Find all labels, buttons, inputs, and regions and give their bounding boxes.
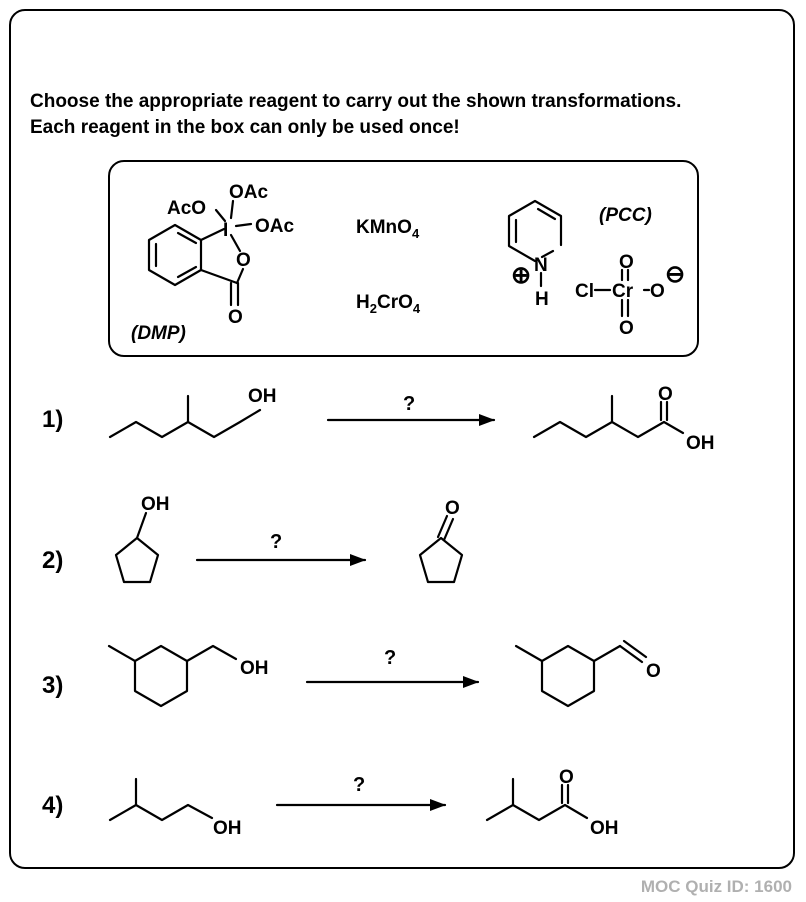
pcc-oxygen-top-label: O [619,252,634,273]
reaction-1-reactant-oh: OH [248,386,277,407]
watermark: MOC Quiz ID: 1600 [641,877,792,896]
reaction-4-product-oh: OH [590,818,619,839]
reaction-2-number: 2) [42,547,63,574]
pcc-chlorine-label: Cl [575,281,594,302]
reaction-2: 2) OH ? O [42,494,464,584]
quiz-card [9,9,795,869]
dmp-carbonyl-oxygen-label: O [228,307,243,328]
pcc-structure: N H ⊕ Cl Cr O ⊖ O O (PCC) [507,199,685,339]
reaction-1: 1) OH ? O OH [42,384,715,454]
pcc-oxygen-right-label: O [650,281,665,302]
pcc-oxygen-bottom-label: O [619,318,634,339]
reaction-1-product-o: O [658,384,673,405]
pcc-nitrogen-label: N [534,255,548,276]
dmp-structure: AcO OAc OAc I O O (DMP) [131,182,295,344]
pcc-plus-charge: ⊕ [511,262,531,289]
reaction-2-reactant-oh: OH [141,494,170,515]
dmp-abbreviation: (DMP) [131,323,186,344]
kmno4-label: KMnO4 [356,217,420,241]
pcc-hydrogen-label: H [535,289,549,310]
instruction-line-2: Each reagent in the box can only be used… [30,117,460,138]
reaction-3-product-o: O [646,661,661,682]
h2cro4-label: H2CrO4 [356,292,421,316]
reaction-4: 4) OH ? O OH [42,767,619,839]
dmp-aco-label: AcO [167,198,206,219]
dmp-iodine-label: I [223,220,228,241]
pcc-minus-charge: ⊖ [665,261,685,288]
reaction-1-number: 1) [42,406,63,433]
reaction-4-arrow-label: ? [353,774,365,796]
reaction-1-arrow-label: ? [403,393,415,415]
reaction-2-product-o: O [445,498,460,519]
dmp-ring-oxygen-label: O [236,250,251,271]
pcc-abbreviation: (PCC) [599,205,652,226]
reaction-4-reactant-oh: OH [213,818,242,839]
reaction-3: 3) OH ? O [42,639,661,708]
instruction-line-1: Choose the appropriate reagent to carry … [30,91,682,112]
dmp-oac-right-label: OAc [255,216,295,237]
reaction-3-arrow-label: ? [384,647,396,669]
reagent-box [108,160,699,357]
reaction-3-number: 3) [42,672,63,699]
reaction-1-product-oh: OH [686,433,715,454]
reaction-4-number: 4) [42,792,63,819]
pcc-chromium-label: Cr [612,281,634,302]
reaction-2-arrow-label: ? [270,531,282,553]
reaction-3-reactant-oh: OH [240,658,269,679]
reaction-4-product-o: O [559,767,574,788]
dmp-oac-top-label: OAc [229,182,269,203]
